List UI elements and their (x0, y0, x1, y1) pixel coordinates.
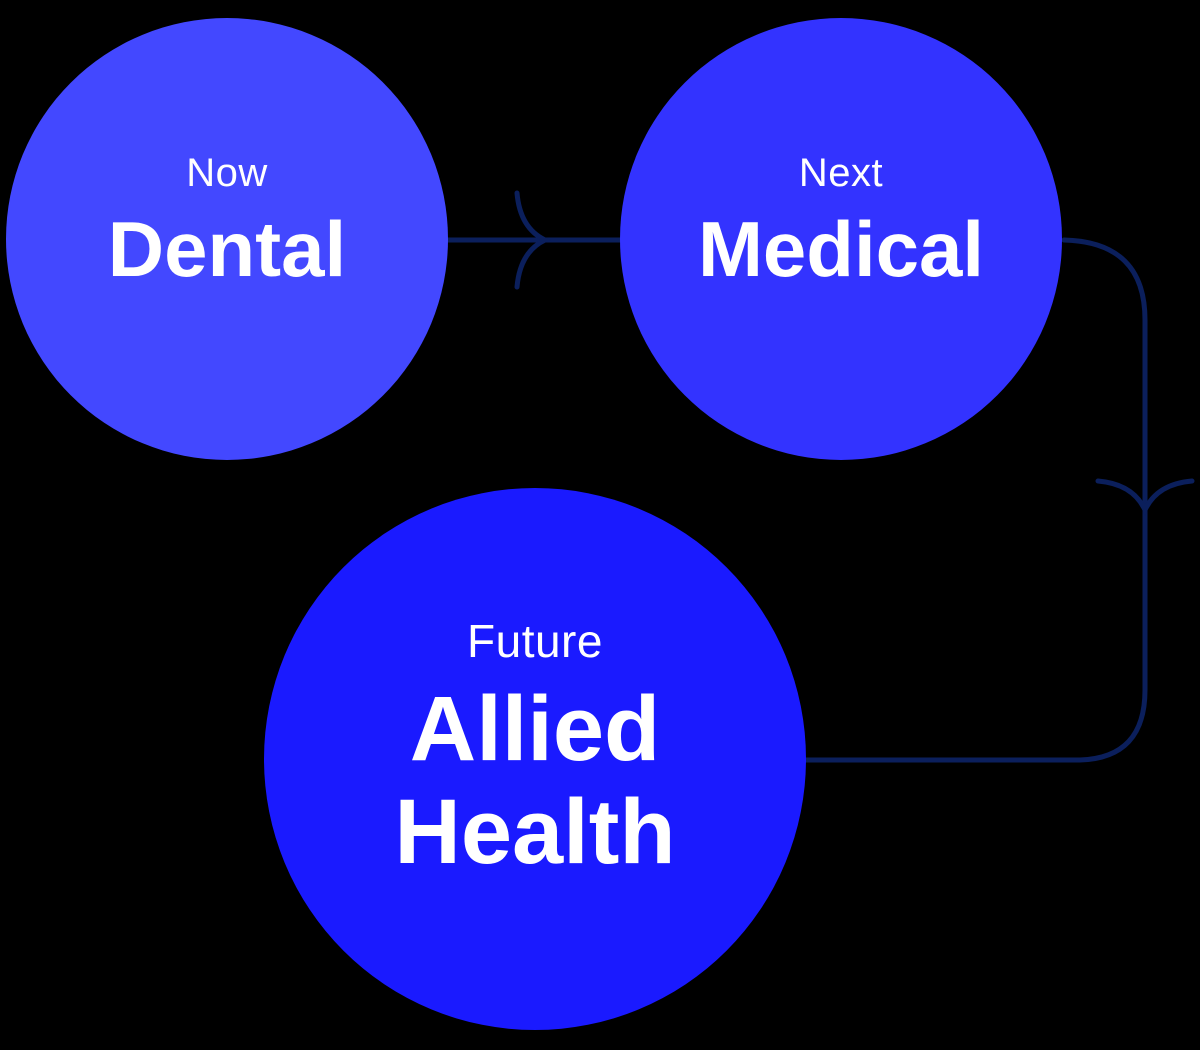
stage-phase-label: Next (798, 150, 884, 195)
arrowhead-right-icon (514, 190, 551, 290)
stage-title: Medical (697, 204, 985, 293)
stage-phase-label: Now (186, 150, 268, 195)
stage-title-line-2: Health (394, 781, 676, 883)
stage-next-medical: Next Medical (620, 18, 1062, 460)
arrowhead-down-icon (1095, 478, 1195, 516)
stage-now-dental: Now Dental (6, 18, 448, 460)
stage-title: Dental (107, 204, 347, 293)
stage-title-line-1: Allied (409, 677, 661, 780)
stage-future-allied-health: Future Allied Health (264, 488, 806, 1030)
stage-phase-label: Future (467, 614, 603, 667)
